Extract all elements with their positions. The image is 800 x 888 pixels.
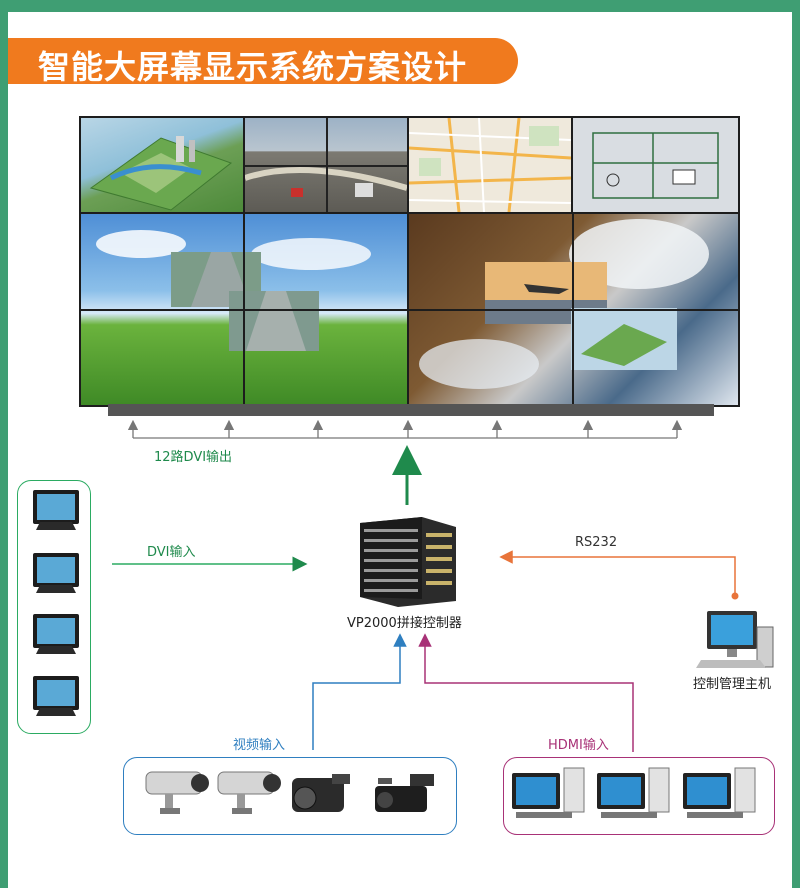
matrix-controller-icon (352, 513, 462, 608)
wall-panel-satellite (409, 214, 738, 405)
wall-panel-citymap (409, 118, 571, 212)
camcorder-icon (375, 774, 434, 812)
video-input-label: 视频输入 (233, 738, 286, 753)
lcd-monitor-icon (33, 614, 79, 654)
left-frame (0, 0, 8, 888)
rs232-label: RS232 (575, 535, 618, 550)
lcd-monitor-icon (33, 676, 79, 716)
wall-panel-schematic (573, 118, 738, 212)
wall-panel-highway (245, 118, 407, 212)
wall-pedestal (108, 404, 714, 416)
camcorder-icon (292, 774, 350, 812)
lcd-monitor-icon (33, 553, 79, 593)
dvi-source-group (17, 480, 91, 734)
dvi-input-label: DVI输入 (147, 545, 196, 560)
desktop-pc-icon (683, 767, 756, 818)
video-source-group (123, 757, 457, 835)
surveillance-camera-icon (145, 771, 209, 814)
lcd-monitor-icon (33, 490, 79, 530)
hdmi-source-group (503, 757, 775, 835)
surveillance-camera-icon (217, 771, 281, 814)
wall-panel-landscape (81, 214, 407, 405)
output-label: 12路DVI输出 (154, 450, 233, 465)
video-wall-icon (79, 116, 740, 407)
desktop-pc-icon (512, 767, 585, 818)
wall-panel-map3d (81, 118, 243, 212)
page-title: 智能大屏幕显示系统方案设计 (38, 48, 468, 86)
right-frame (792, 0, 800, 888)
title-banner: 智能大屏幕显示系统方案设计 (8, 38, 518, 86)
controller-label: VP2000拼接控制器 (347, 616, 462, 631)
desktop-pc-icon (597, 767, 670, 818)
host-label: 控制管理主机 (693, 677, 772, 692)
hdmi-input-label: HDMI输入 (548, 738, 609, 753)
